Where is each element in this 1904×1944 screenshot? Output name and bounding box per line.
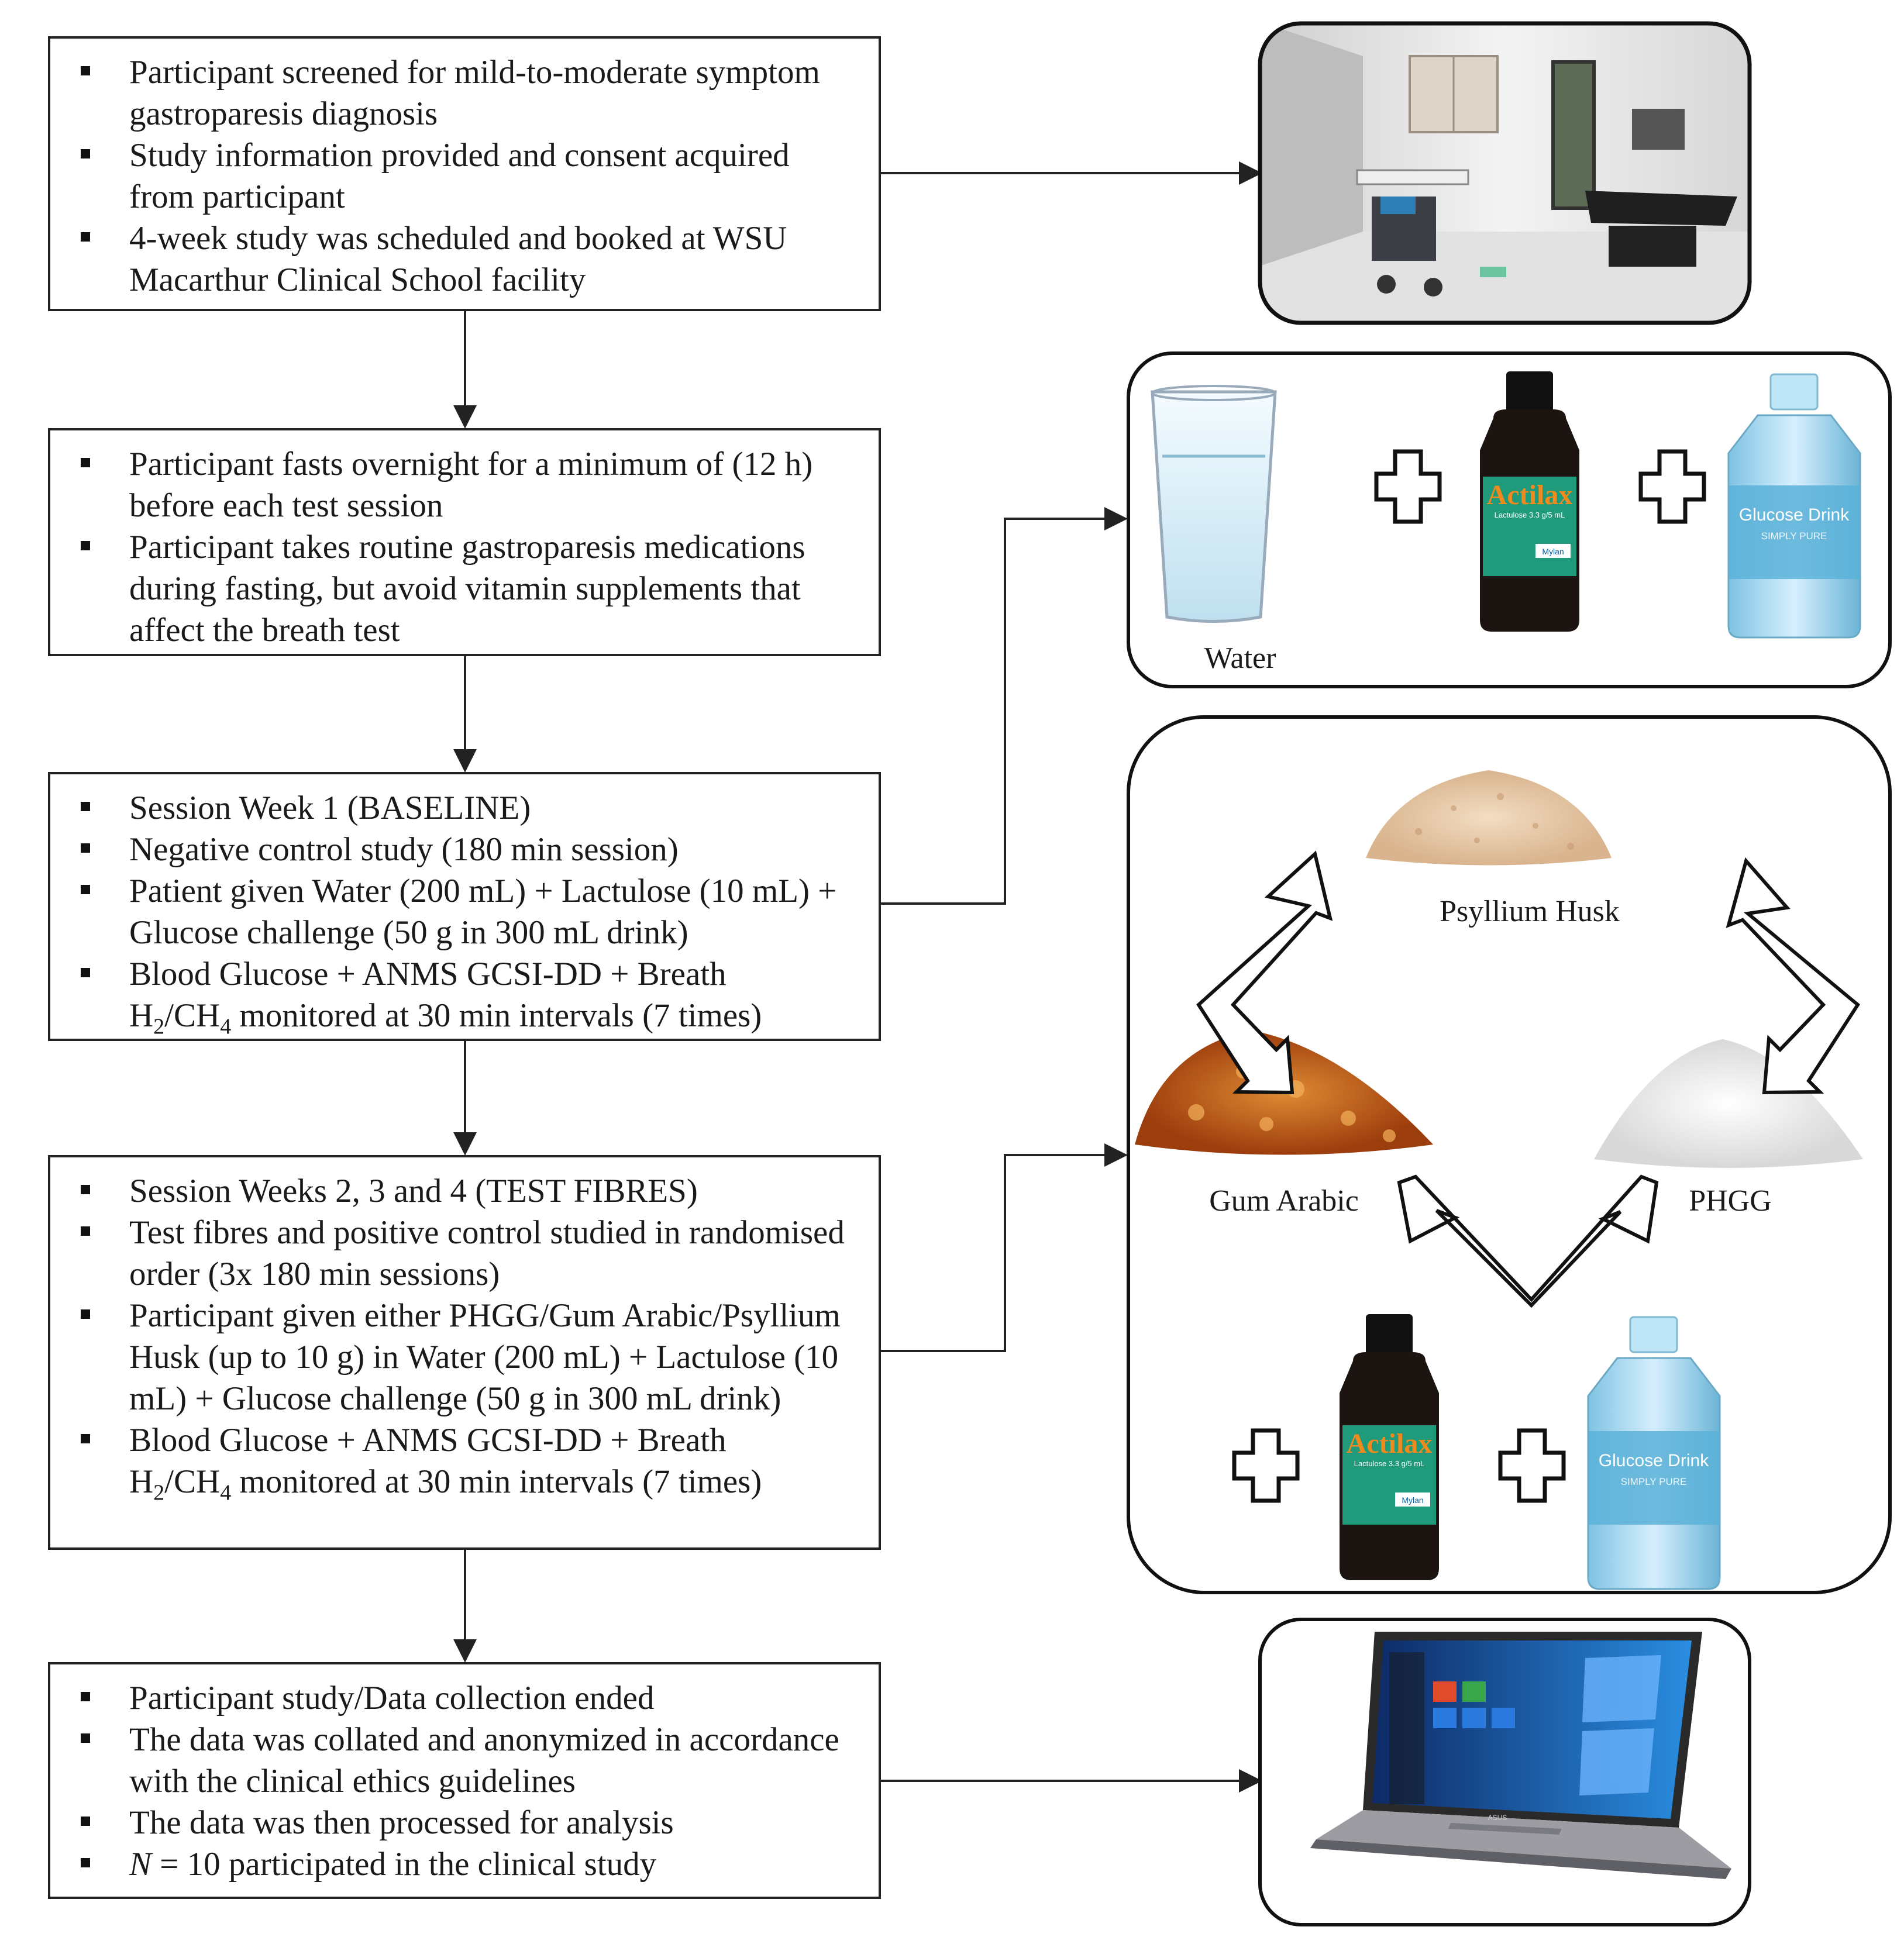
list-item: N = 10 participated in the clinical stud…: [50, 1843, 855, 1885]
maker-text: Mylan: [1402, 1495, 1423, 1505]
list-item: Participant takes routine gastroparesis …: [50, 526, 855, 651]
glucose-sub-text: SIMPLY PURE: [1761, 530, 1827, 542]
lactulose-brand-text: Actilax: [1347, 1428, 1433, 1459]
lactulose-sub-text: Lactulose 3.3 g/5 mL: [1354, 1459, 1425, 1468]
list-item: 4-week study was scheduled and booked at…: [50, 218, 855, 301]
list-item: Patient given Water (200 mL) + Lactulose…: [50, 870, 855, 953]
water-label: Water: [1204, 642, 1276, 675]
phgg-icon: [1594, 1039, 1863, 1168]
lactulose-bottle-icon: Actilax Lactulose 3.3 g/5 mL Mylan: [1480, 371, 1579, 632]
glucose-bottle-icon: Glucose Drink SIMPLY PURE: [1727, 373, 1861, 639]
step-2-fasting: Participant fasts overnight for a minimu…: [48, 428, 881, 656]
cycle-arrow-icon: [1726, 857, 1860, 1095]
laptop-icon: ASUS: [1310, 1632, 1731, 1879]
plus-icon: [1232, 1428, 1300, 1503]
list-item: Participant screened for mild-to-moderat…: [50, 51, 855, 135]
plus-icon: [1498, 1428, 1566, 1503]
gas-formula: H2/CH4: [129, 1463, 232, 1505]
plus-icon: [1638, 449, 1706, 524]
fibres-panel: Psyllium Husk Gum Arabic PHGG: [1127, 715, 1892, 1594]
list-item: Participant fasts overnight for a minimu…: [50, 443, 855, 526]
water-glass-icon: [1151, 385, 1277, 623]
cycle-arrow-icon: [1397, 1174, 1659, 1308]
glucose-bottle-icon: Glucose Drink SIMPLY PURE: [1587, 1316, 1721, 1590]
step-4-test-fibres: Session Weeks 2, 3 and 4 (TEST FIBRES) T…: [48, 1155, 881, 1550]
list-item: Session Weeks 2, 3 and 4 (TEST FIBRES): [50, 1170, 855, 1212]
gas-formula: H2/CH4: [129, 997, 232, 1039]
arrow-step4-to-fibres: [881, 1143, 1128, 1352]
list-item: Study information provided and consent a…: [50, 135, 855, 218]
list-item: The data was then processed for analysis: [50, 1802, 855, 1843]
laptop-brand-text: ASUS: [1488, 1814, 1507, 1822]
list-item: Test fibres and positive control studied…: [50, 1212, 855, 1295]
step-5-data-collection: Participant study/Data collection ended …: [48, 1662, 881, 1899]
glucose-brand-text: Glucose Drink: [1599, 1451, 1709, 1470]
maker-text: Mylan: [1542, 547, 1564, 556]
list-item: Negative control study (180 min session): [50, 829, 855, 870]
clinic-room-image: [1258, 21, 1752, 325]
list-item: Session Week 1 (BASELINE): [50, 787, 855, 829]
step-1-screening: Participant screened for mild-to-moderat…: [48, 36, 881, 311]
phgg-label: PHGG: [1689, 1184, 1772, 1218]
psyllium-label: Psyllium Husk: [1440, 895, 1620, 928]
list-item: The data was collated and anonymized in …: [50, 1719, 855, 1802]
list-item: Participant given either PHGG/Gum Arabic…: [50, 1295, 855, 1419]
lactulose-brand-text: Actilax: [1487, 480, 1573, 511]
list-item: Participant study/Data collection ended: [50, 1677, 855, 1719]
arrow-step3-to-drinks: [881, 507, 1128, 905]
gum-arabic-label: Gum Arabic: [1209, 1184, 1359, 1218]
lactulose-sub-text: Lactulose 3.3 g/5 mL: [1495, 511, 1565, 519]
step-3-baseline: Session Week 1 (BASELINE) Negative contr…: [48, 772, 881, 1041]
cycle-arrow-icon: [1196, 850, 1333, 1095]
plus-icon: [1374, 449, 1442, 524]
psyllium-husk-icon: [1366, 770, 1612, 866]
glucose-brand-text: Glucose Drink: [1739, 505, 1850, 525]
drinks-panel: Actilax Lactulose 3.3 g/5 mL Mylan Gluco…: [1127, 351, 1892, 688]
glucose-sub-text: SIMPLY PURE: [1621, 1476, 1687, 1487]
lactulose-bottle-icon: Actilax Lactulose 3.3 g/5 mL Mylan: [1340, 1314, 1439, 1580]
laptop-panel: ASUS: [1258, 1618, 1751, 1926]
